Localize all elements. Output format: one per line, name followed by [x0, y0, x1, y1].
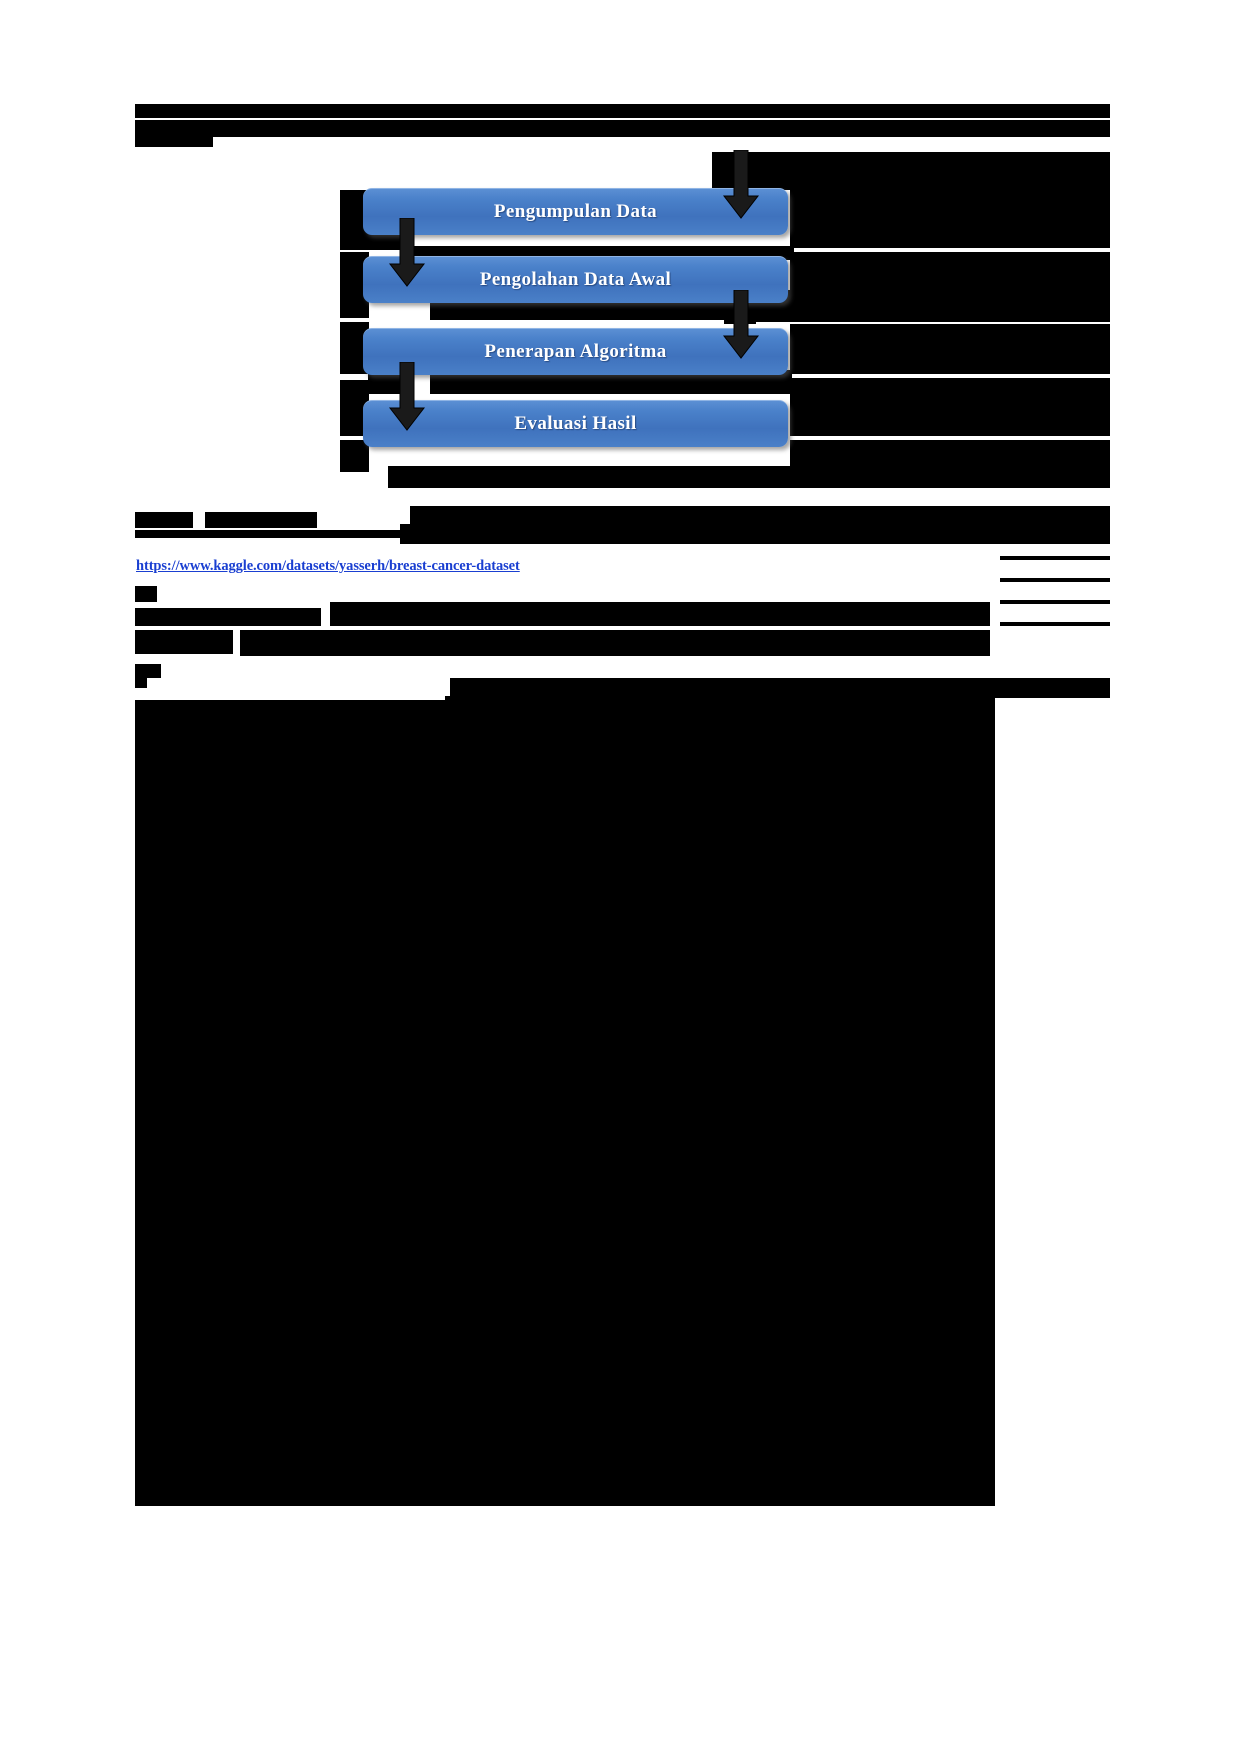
redacted-body-line-1 — [135, 586, 157, 602]
flow-step-evaluasi-hasil[interactable]: Evaluasi Hasil — [363, 400, 788, 447]
redacted-right-col-5 — [790, 378, 1110, 436]
redacted-body-block-left-tab — [135, 664, 161, 678]
redacted-caption-line-3 — [135, 530, 1025, 538]
redacted-body-top-right-2 — [744, 180, 1110, 190]
flow-step-pengumpulan-data[interactable]: Pengumpulan Data — [363, 188, 788, 235]
right-margin-rule-1 — [1000, 556, 1110, 560]
flow-step-label: Pengumpulan Data — [493, 201, 658, 222]
flow-step-label: Evaluasi Hasil — [514, 413, 637, 434]
redacted-heading-line-1b — [262, 104, 1110, 118]
body-block-gap — [135, 688, 445, 700]
redacted-body-line-3a — [135, 630, 233, 654]
dataset-hyperlink[interactable]: https://www.kaggle.com/datasets/yasserh/… — [136, 558, 520, 574]
redacted-caption-line-1a — [135, 512, 193, 528]
redacted-caption-line-1b — [205, 512, 317, 528]
flow-step-pengolahan-data-awal[interactable]: Pengolahan Data Awal — [363, 256, 788, 303]
redacted-heading-line-2b — [155, 120, 1110, 137]
down-arrow-icon — [388, 362, 426, 431]
redacted-right-col-3 — [756, 290, 1110, 322]
redacted-band-4 — [388, 466, 1110, 488]
right-margin-rule-2 — [1000, 578, 1110, 582]
right-margin-rule-4 — [1000, 622, 1110, 626]
redacted-heading-line-3 — [135, 137, 213, 147]
redacted-section-header — [450, 678, 1110, 698]
flow-step-penerapan-algoritma[interactable]: Penerapan Algoritma — [363, 328, 788, 375]
down-arrow-icon — [722, 150, 760, 219]
down-arrow-icon — [388, 218, 426, 287]
redacted-caption-line-1c — [410, 506, 1110, 524]
flow-step-label: Pengolahan Data Awal — [479, 269, 672, 290]
flow-step-label: Penerapan Algoritma — [484, 341, 667, 362]
redacted-right-col-2 — [790, 252, 1110, 290]
right-margin-rule-3 — [1000, 600, 1110, 604]
redacted-right-col-4 — [790, 324, 1110, 374]
redacted-body-line-3b — [240, 630, 990, 656]
redacted-bullet-marker — [550, 1446, 570, 1466]
redacted-body-block-main — [135, 696, 995, 1396]
redacted-body-line-2a — [135, 608, 321, 626]
down-arrow-icon — [722, 290, 760, 359]
redacted-body-top-right — [712, 152, 1110, 182]
redacted-left-gutter-5 — [340, 440, 369, 472]
redacted-right-col-1 — [790, 190, 1110, 248]
redacted-body-line-2b — [330, 602, 990, 626]
